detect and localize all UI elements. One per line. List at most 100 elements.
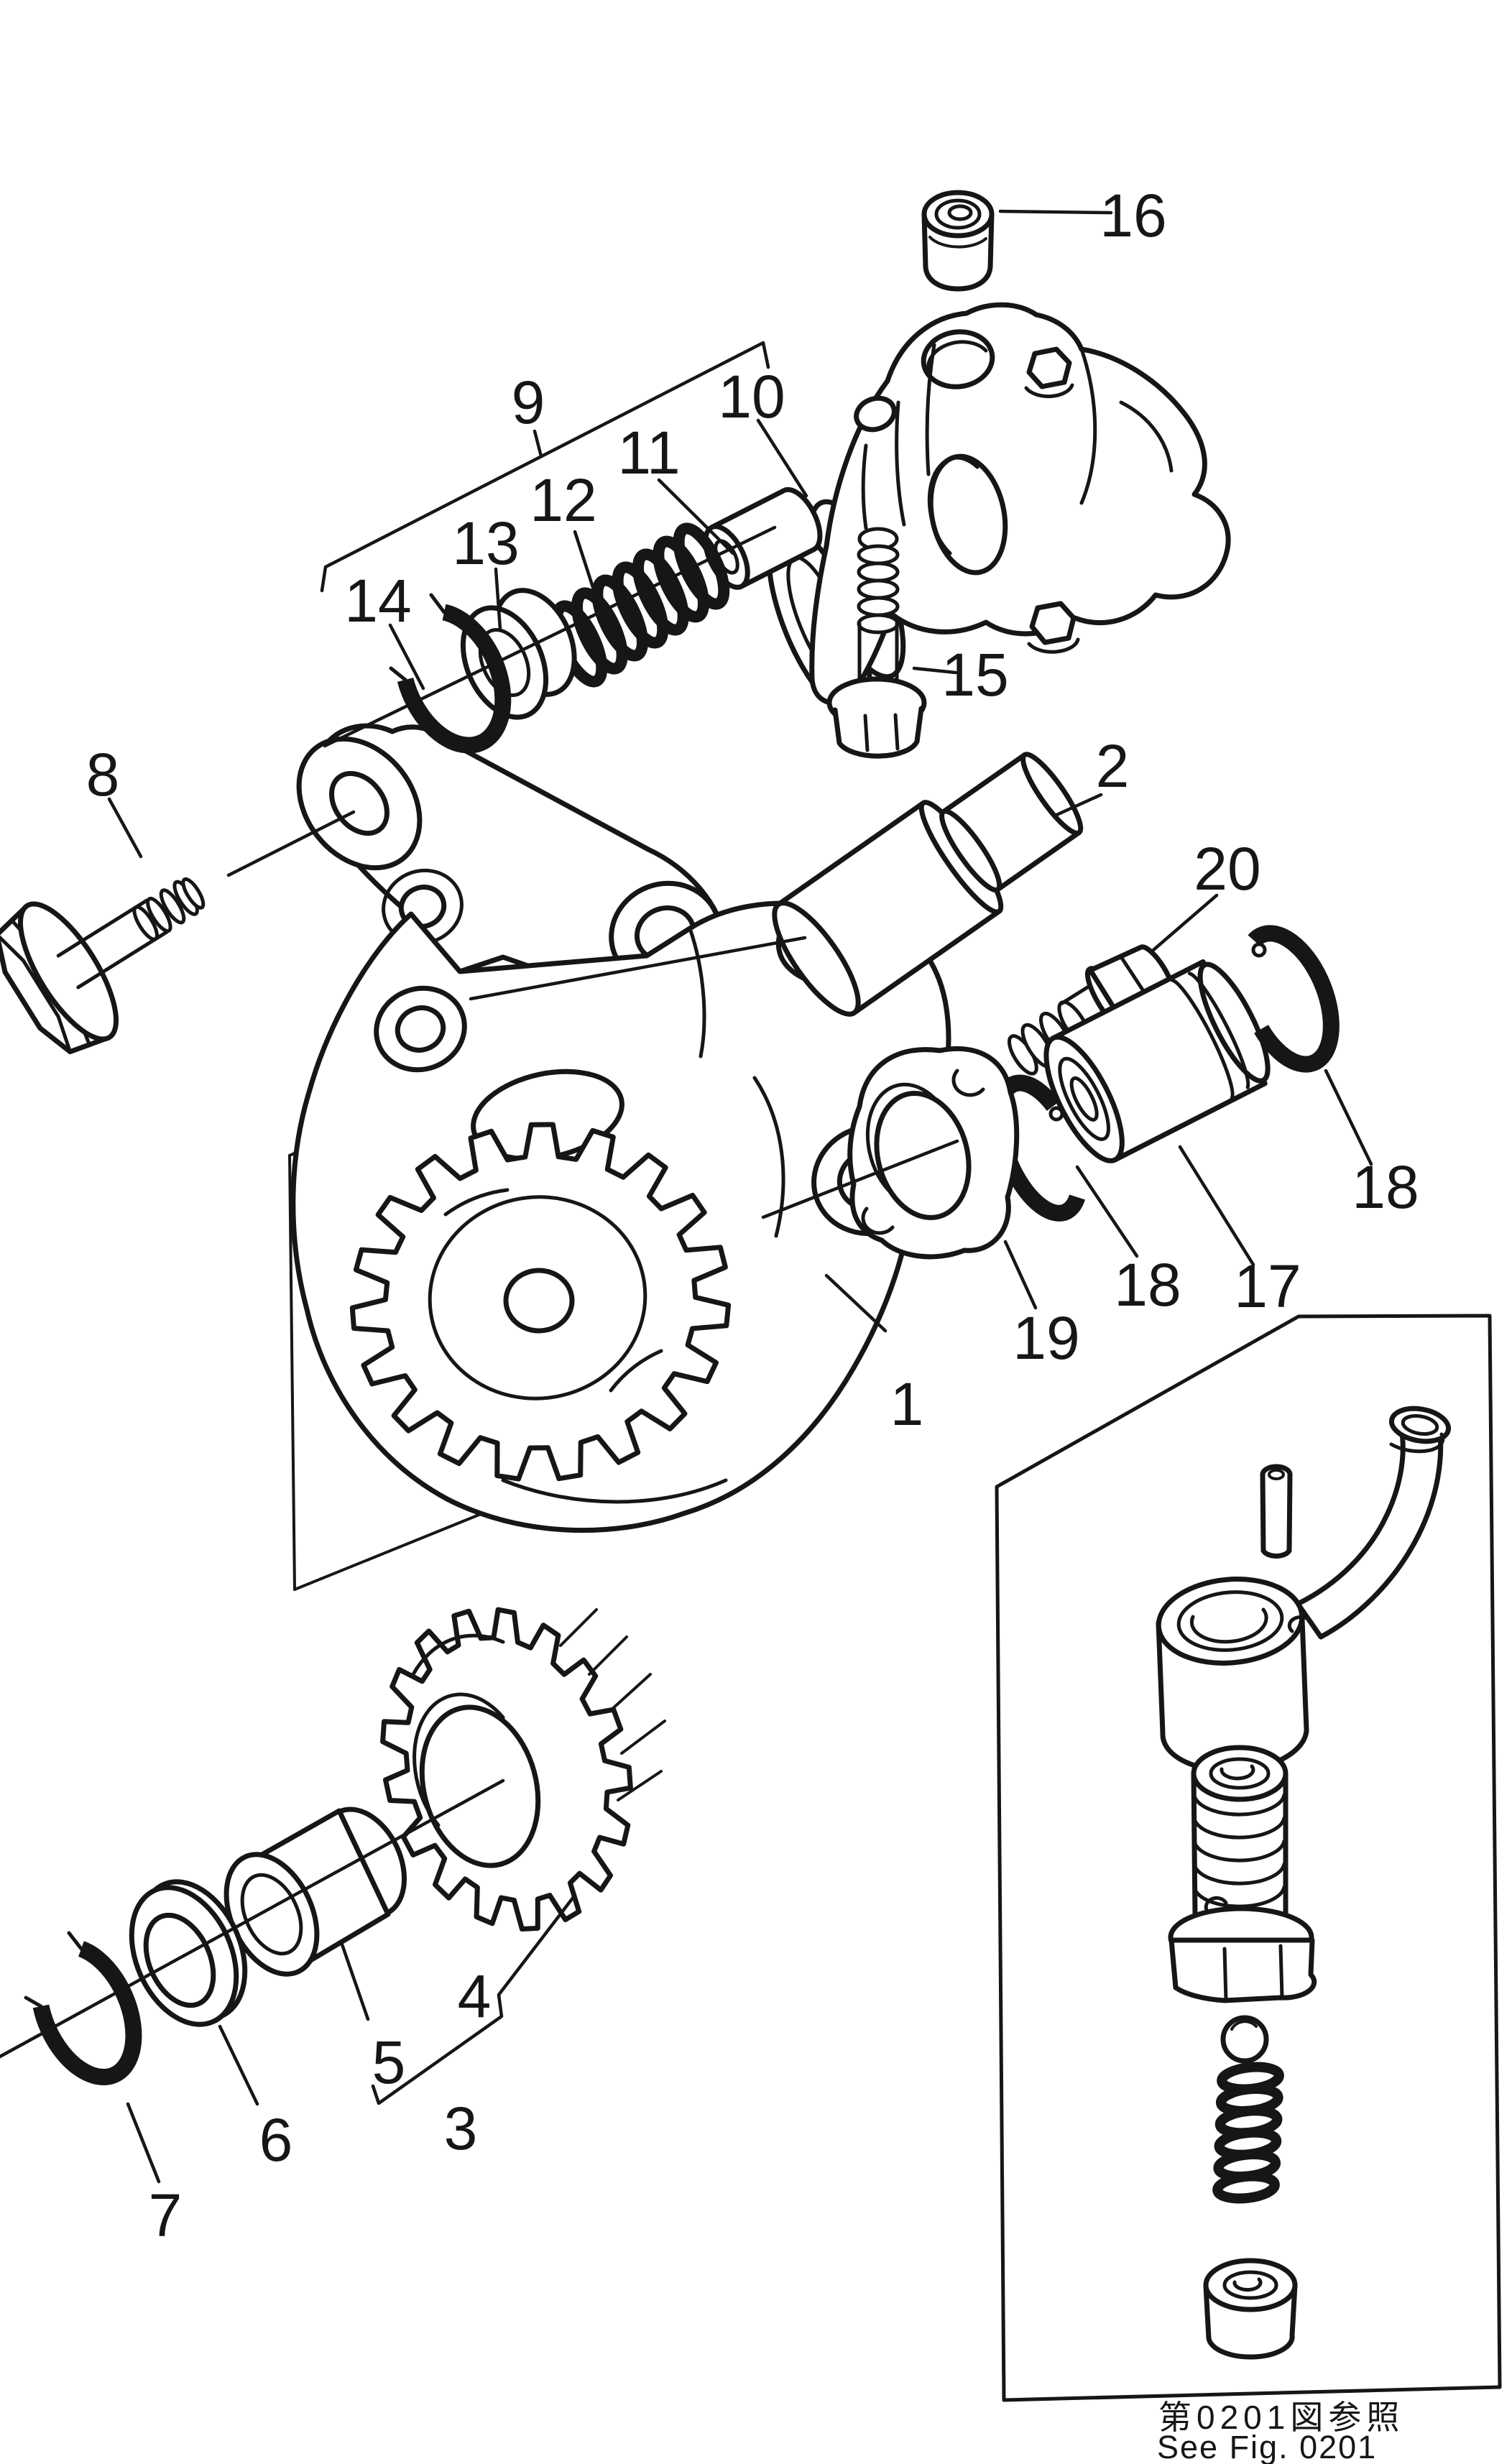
callout-5: 5 <box>372 2029 406 2096</box>
callout-2-leader <box>1053 793 1103 818</box>
bushing-17-right-face <box>1197 961 1271 1084</box>
stud-bolt-15 <box>826 527 927 759</box>
bolt-15-hex <box>832 706 924 759</box>
shaft-2-step-ring2 <box>939 808 1002 893</box>
ring-7-ends <box>24 1931 83 2008</box>
gear-4-face-arc <box>411 1633 505 1676</box>
plug-hex <box>1168 1937 1317 2003</box>
strainer-cup-spiral <box>1189 1607 1268 1644</box>
bushing-5 <box>223 1807 407 1977</box>
callout-14: 14 <box>344 567 411 635</box>
pump-gear-face-arcs <box>443 1188 663 1393</box>
callout-2: 2 <box>1096 732 1130 800</box>
valve-body-nut-lower <box>1029 601 1077 645</box>
spring-seat-inner <box>1222 2270 1278 2300</box>
group-3-bracket <box>371 1895 576 2105</box>
callout-10: 10 <box>718 363 785 430</box>
caption-english: See Fig. 0201 <box>1157 2429 1377 2464</box>
valve-body-elbow-curves <box>1079 347 1174 505</box>
callout-12-leader <box>573 530 610 636</box>
strainer-pipe <box>1295 1418 1444 1640</box>
bolt-8-thread1 <box>132 905 159 941</box>
valve-body-small-hole <box>854 395 897 433</box>
bushing-17-inner1 <box>1058 1056 1110 1141</box>
shaft-2-right-face <box>1020 752 1084 836</box>
seat-13-inner <box>478 627 531 698</box>
plug-hex-facets <box>1222 1944 1284 2003</box>
ring-14-ends <box>389 593 446 682</box>
flange-bolt-8 <box>0 877 206 1055</box>
callout-18-leader <box>1075 1165 1139 1258</box>
bushing-17 <box>1043 959 1271 1163</box>
reference-box-outline <box>995 1314 1502 2402</box>
callout-11: 11 <box>617 419 680 486</box>
bolt-8-thread2 <box>146 896 172 933</box>
plug-top <box>1191 1745 1289 1802</box>
callout-6-leader <box>218 2024 259 2106</box>
valve-body-nut-upper <box>1026 346 1072 389</box>
cap-16-ring <box>934 198 982 230</box>
callout-7: 7 <box>149 2182 183 2249</box>
callout-1: 1 <box>890 1370 924 1438</box>
plug-top-inner <box>1209 1757 1271 1790</box>
gear-4-hub-hole <box>419 1704 541 1868</box>
pump-body-1 <box>290 872 954 1533</box>
snap-ring-18-right <box>1248 925 1340 1073</box>
relief-valve-body-10 <box>766 302 1231 716</box>
bushing-5-bore <box>240 1873 303 1956</box>
valve-ball <box>1220 2015 1269 2064</box>
valve-body-nut-upper-flange <box>1024 383 1074 399</box>
bolt-8-shank <box>56 898 169 989</box>
callout-8-leader <box>107 797 143 859</box>
pump-gear-hub-hole <box>503 1268 575 1334</box>
valve-body-outline <box>809 302 1231 706</box>
callout-7-leader <box>126 2102 161 2184</box>
ring-18l-hole <box>1048 1106 1064 1122</box>
callout-11-leader <box>657 478 735 555</box>
snap-ring-14 <box>389 593 512 754</box>
bolt-15-thread4 <box>857 596 900 617</box>
callout-18: 18 <box>1352 1153 1419 1221</box>
ring-14-body <box>397 604 512 754</box>
bolt-8-tip <box>181 877 206 910</box>
plug-side-hole <box>1204 1896 1228 1914</box>
callout-13-leader <box>494 567 502 632</box>
callout-13: 13 <box>452 509 519 577</box>
valve-body-crease-lines <box>861 343 936 530</box>
driven-gear-4 <box>380 1607 666 1932</box>
valve-body-nut-lower-flange <box>1027 637 1080 654</box>
bolt-15-thread2 <box>857 561 900 583</box>
callout-10-leader <box>756 418 808 498</box>
idler-shaft-2 <box>772 752 1084 1017</box>
callout-14-leader <box>388 623 425 691</box>
pump-upper-boss-hole <box>395 1005 446 1053</box>
gear-4-helical-hatch <box>559 1608 666 1801</box>
bushing-17-grooves <box>1170 972 1250 1100</box>
bolt-8-thread3 <box>159 888 186 925</box>
cap-16-hole <box>947 204 973 221</box>
bolt-15-hex-facets <box>863 713 900 752</box>
valve-spring-box <box>1212 2062 1284 2204</box>
snap-ring-7 <box>24 1931 142 2085</box>
callout-9: 9 <box>512 369 545 436</box>
callout-3: 3 <box>444 2095 478 2162</box>
callout-19-leader <box>1003 1240 1038 1310</box>
relief-valve-plug <box>1168 1745 1317 2360</box>
pump-gear-rim <box>428 1195 647 1401</box>
plug-top-curl <box>1220 1764 1255 1781</box>
bolt-15-thread1 <box>857 544 900 566</box>
driven-gear-axis <box>0 1778 505 2059</box>
reference-caption: 第0201図参照 See Fig. 0201 <box>1157 2399 1399 2464</box>
callout-19: 19 <box>1013 1304 1079 1372</box>
callout-16: 16 <box>1100 182 1166 249</box>
gear-4-hub-arc <box>412 1692 505 1827</box>
flange-19-bolt-holes <box>861 1069 985 1235</box>
ring-7-body <box>32 1941 142 2085</box>
bolt-15-thread3 <box>857 578 900 600</box>
plane-left-edge <box>288 1154 296 1591</box>
callout-18: 18 <box>1114 1251 1181 1319</box>
bolt-15-shank <box>857 622 899 686</box>
callout-1-leader <box>824 1273 888 1333</box>
